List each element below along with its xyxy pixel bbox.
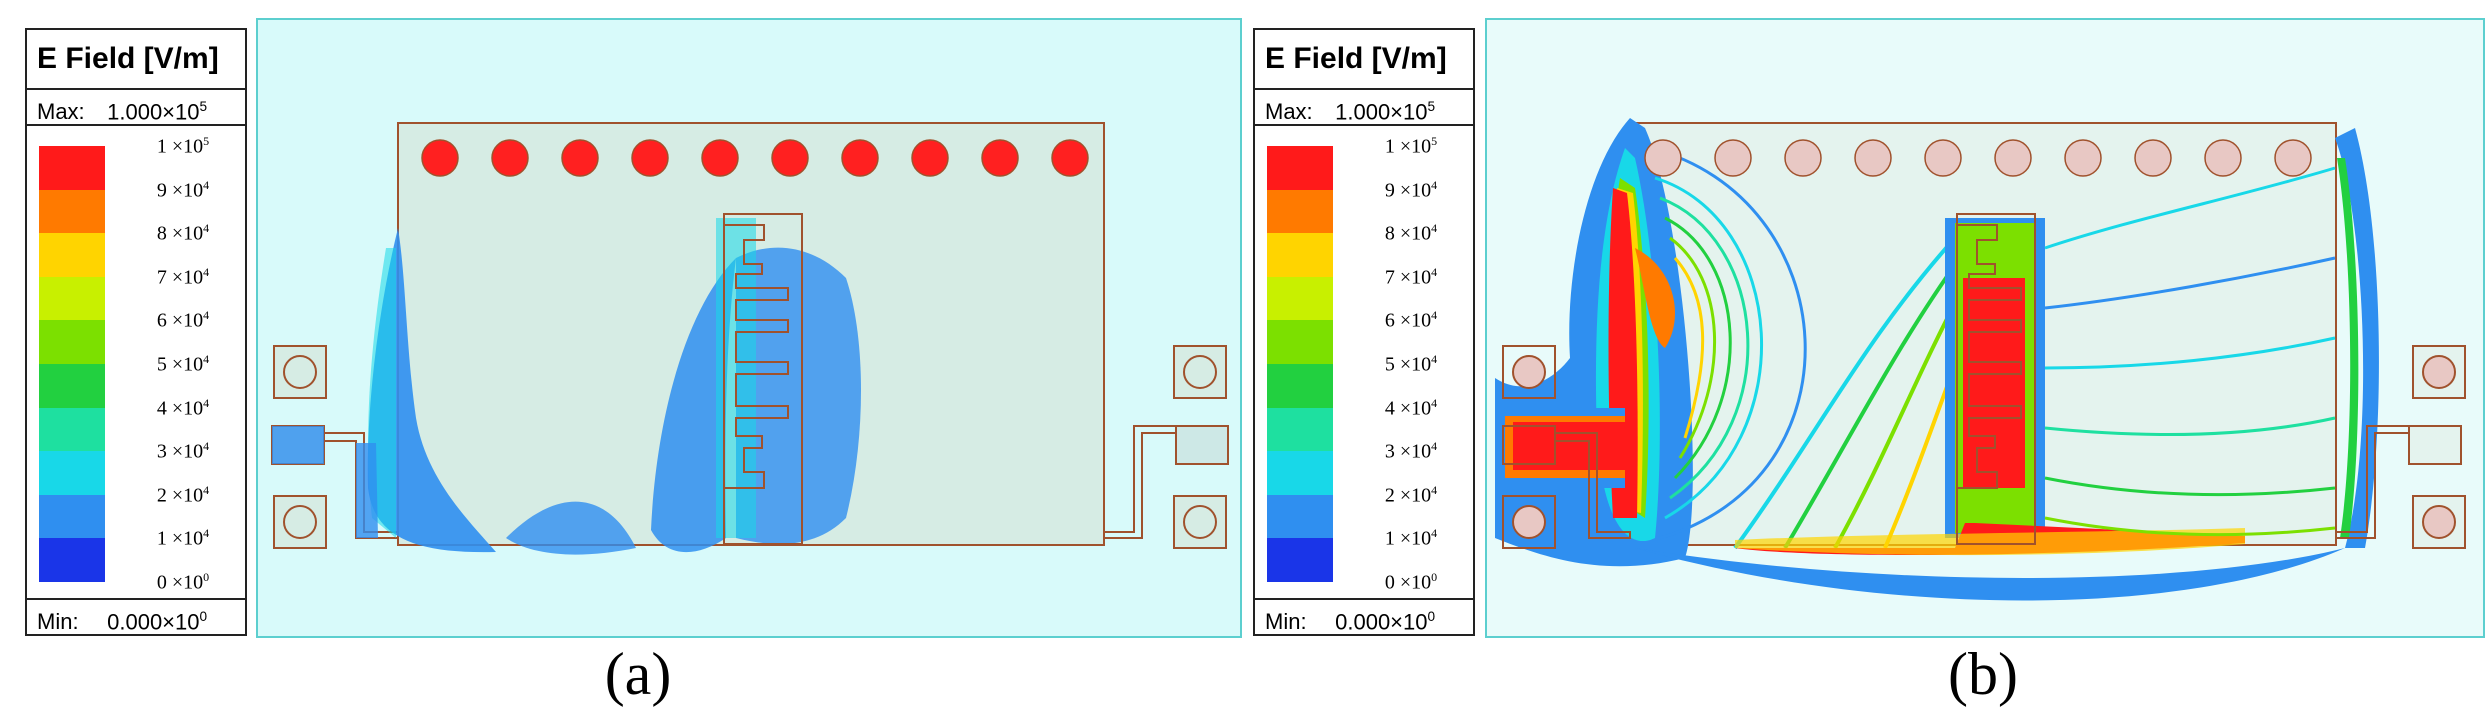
min-value: 0.000×10 (1335, 609, 1428, 635)
panel-a: E Field [V/m] Max: 1.000×105 1 ×105 9 ×10… (25, 18, 1242, 707)
legend-min: Min: 0.000×100 (1255, 598, 1473, 634)
via-row-a (421, 139, 1089, 177)
right-port (2408, 425, 2462, 465)
colorbar-swatch (1267, 538, 1333, 583)
colorbar-tick-label: 6 ×104 (1384, 308, 1438, 333)
field-plot-a (256, 18, 1242, 638)
min-value: 0.000×10 (107, 609, 200, 635)
caption-b: (b) (1948, 641, 2018, 707)
colorbar-swatch (39, 538, 105, 583)
colorbar-swatch (39, 494, 105, 539)
colorbar-tick-label: 2 ×104 (156, 482, 210, 507)
colorbar-tick-label: 1 ×104 (1384, 526, 1438, 551)
interdigital-resonator (1957, 224, 2022, 489)
colorbar-tick-label: 9 ×104 (1384, 177, 1438, 202)
max-label: Max: (1265, 99, 1313, 125)
colorbar-swatch (1267, 364, 1333, 409)
colorbar-swatch (1267, 233, 1333, 278)
caption-a: (a) (604, 641, 672, 707)
colorbar-tick-label: 0 ×100 (156, 570, 210, 594)
min-label: Min: (37, 609, 79, 635)
colorbar-swatch (39, 233, 105, 278)
colorbar-swatch (1267, 407, 1333, 452)
colorbar-swatch (39, 276, 105, 321)
legend-max: Max: 1.000×105 (1255, 90, 1473, 126)
colorbar-swatch (1267, 451, 1333, 496)
colorbar-b (1267, 146, 1333, 583)
min-exp: 0 (1427, 609, 1436, 624)
resonator-frame (723, 213, 803, 545)
colorbar-tick-label: 1 ×105 (1384, 134, 1438, 158)
colorbar-tick-label: 2 ×104 (1384, 482, 1438, 507)
max-value: 1.000×10 (107, 99, 200, 125)
legend-min: Min: 0.000×100 (27, 598, 245, 634)
legend-title: E Field [V/m] (27, 30, 245, 90)
interdigital-resonator (724, 224, 789, 489)
colorbar-tick-label: 3 ×104 (156, 439, 210, 463)
colorbar-tick-label: 5 ×104 (1384, 352, 1438, 376)
field-plot-b (1485, 18, 2485, 638)
min-label: Min: (1265, 609, 1307, 635)
colorbar-swatch (39, 451, 105, 496)
colorbar-swatch (1267, 189, 1333, 234)
max-exp: 5 (1427, 99, 1436, 114)
max-value: 1.000×10 (1335, 99, 1428, 125)
colorbar-swatch (1267, 320, 1333, 365)
max-label: Max: (37, 99, 85, 125)
colorbar-tick-label: 8 ×104 (156, 221, 210, 245)
colorbar-a (39, 146, 105, 583)
colorbar-tick-label: 3 ×104 (1384, 439, 1438, 463)
colorbar-tick-label: 5 ×104 (156, 352, 210, 376)
right-port (1175, 425, 1229, 465)
legend-title: E Field [V/m] (1255, 30, 1473, 90)
colorbar-swatch (1267, 146, 1333, 191)
legend-max: Max: 1.000×105 (27, 90, 245, 126)
colorbar-swatch (39, 407, 105, 452)
colorbar-tick-label: 1 ×105 (156, 134, 210, 158)
colorbar-tick-label: 9 ×104 (156, 177, 210, 202)
colorbar-swatch (39, 146, 105, 191)
colorbar-swatch (39, 364, 105, 409)
colorbar-swatch (39, 320, 105, 365)
field-distribution-a (272, 218, 861, 555)
colorbar-tick-label: 6 ×104 (156, 308, 210, 333)
side-pads (1502, 345, 2466, 549)
colorbar-swatch (1267, 276, 1333, 321)
left-port (1502, 425, 1556, 465)
via-row-b (1644, 139, 2312, 177)
colorbar-tick-label: 4 ×104 (156, 395, 210, 420)
colorbar-swatch (39, 189, 105, 234)
panel-b: E Field [V/m] Max: 1.000×105 1 ×105 9 ×10… (1245, 0, 2490, 726)
legend-a: E Field [V/m] Max: 1.000×105 1 ×105 9 ×10… (25, 28, 247, 636)
resonator-frame (1956, 213, 2036, 545)
colorbar-tick-label: 4 ×104 (1384, 395, 1438, 420)
colorbar-tick-label: 7 ×104 (156, 264, 210, 289)
field-distribution-b (1495, 118, 2379, 601)
colorbar-swatch (1267, 494, 1333, 539)
colorbar-tick-label: 7 ×104 (1384, 264, 1438, 289)
colorbar-tick-label: 1 ×104 (156, 526, 210, 551)
colorbar-tick-label: 0 ×100 (1384, 570, 1438, 594)
max-exp: 5 (199, 99, 208, 114)
side-pads (273, 345, 1227, 549)
legend-b: E Field [V/m] Max: 1.000×105 1 ×105 9 ×10… (1253, 28, 1475, 636)
colorbar-tick-label: 8 ×104 (1384, 221, 1438, 245)
min-exp: 0 (199, 609, 208, 624)
